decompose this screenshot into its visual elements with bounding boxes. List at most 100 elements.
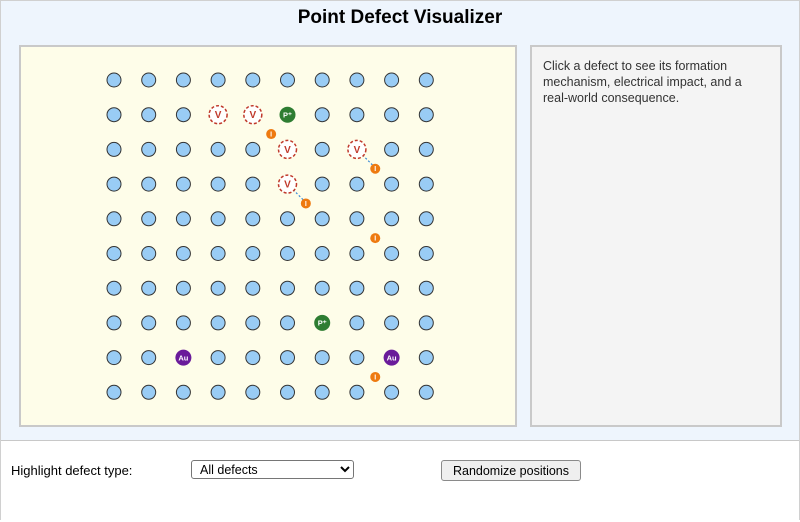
lattice-atom — [245, 72, 261, 88]
substitutional-deep-level-defect[interactable]: Au — [383, 349, 400, 366]
lattice-atom — [384, 384, 400, 400]
lattice-atom — [384, 107, 400, 123]
lattice-atom — [349, 211, 365, 227]
lattice-atom — [210, 350, 226, 366]
lattice-atom — [175, 176, 191, 192]
lattice-atom — [280, 246, 295, 261]
lattice-atom — [280, 315, 295, 331]
vacancy-defect[interactable]: V — [277, 174, 298, 194]
info-panel: Click a defect to see its formation mech… — [530, 45, 782, 427]
lattice-atom — [384, 246, 400, 261]
lattice-atom — [384, 72, 400, 88]
lattice-atom — [106, 315, 122, 331]
lattice-atom — [280, 384, 295, 400]
interstitial-defect[interactable]: I — [370, 371, 381, 382]
interstitial-label: I — [374, 374, 376, 381]
lattice-atom — [210, 315, 226, 331]
lattice-atom — [314, 350, 330, 366]
lattice-atom — [280, 280, 295, 296]
lattice-atom — [175, 384, 191, 400]
lattice-atom — [141, 176, 157, 192]
lattice-atom — [106, 384, 122, 400]
substitutional-donor-defect[interactable]: P⁺ — [314, 314, 331, 331]
lattice-atom — [141, 211, 157, 227]
vacancy-defect[interactable]: V — [347, 139, 367, 160]
lattice-atom — [418, 246, 434, 261]
lattice-atom — [106, 72, 122, 88]
page-title: Point Defect Visualizer — [297, 7, 503, 28]
lattice-atom — [418, 384, 434, 400]
lattice-atom — [349, 315, 365, 331]
lattice-atom — [418, 72, 434, 88]
lattice-atom — [280, 72, 295, 88]
lattice-atom — [210, 72, 226, 88]
lattice-atom — [245, 141, 261, 157]
lattice-atom — [314, 280, 330, 296]
lattice-atom — [245, 315, 261, 331]
lattice-atom — [210, 246, 226, 261]
highlight-defect-select[interactable]: All defects — [191, 460, 354, 479]
lattice-atom — [175, 315, 191, 331]
interstitial-defect[interactable]: I — [370, 233, 381, 244]
vacancy-label: V — [354, 145, 361, 156]
lattice-atom — [418, 350, 434, 366]
lattice-atom — [280, 350, 295, 366]
lattice-atom — [245, 280, 261, 296]
lattice-atom — [349, 176, 365, 192]
interstitial-defect[interactable]: I — [266, 129, 277, 140]
lattice-atom — [245, 176, 261, 192]
substitutional-label: P⁺ — [318, 319, 327, 328]
lattice-atom — [106, 350, 122, 366]
lattice-atom — [210, 141, 226, 157]
lattice-atom — [349, 107, 365, 123]
lattice-atom — [141, 72, 157, 88]
substitutional-label: Au — [387, 353, 397, 362]
lattice-atom — [418, 176, 434, 192]
lattice-atom — [106, 176, 122, 192]
lattice-atom — [384, 315, 400, 331]
lattice-atom — [349, 246, 365, 261]
vacancy-defect[interactable]: V — [277, 139, 298, 160]
interstitial-defect[interactable]: I — [370, 163, 381, 174]
lattice-atom — [106, 280, 122, 296]
interstitial-label: I — [374, 166, 376, 173]
lattice-atom — [314, 211, 330, 227]
substitutional-donor-defect[interactable]: P⁺ — [279, 106, 296, 123]
substitutional-label: P⁺ — [283, 110, 292, 119]
randomize-button[interactable]: Randomize positions — [441, 460, 581, 481]
interstitial-label: I — [374, 236, 376, 243]
lattice-atom — [245, 211, 261, 227]
lattice-atom — [210, 280, 226, 296]
lattice-atom — [141, 350, 157, 366]
lattice-atom — [141, 107, 157, 123]
lattice-atom — [384, 176, 400, 192]
lattice-atom — [210, 211, 226, 227]
lattice-atom — [210, 176, 226, 192]
lattice-atom — [314, 72, 330, 88]
lattice-atom — [349, 280, 365, 296]
lattice-atom — [418, 211, 434, 227]
interstitial-defect[interactable]: I — [300, 198, 311, 209]
vacancy-label: V — [249, 110, 256, 121]
substitutional-deep-level-defect[interactable]: Au — [175, 349, 192, 366]
lattice-atom — [314, 107, 330, 123]
lattice-atom — [349, 72, 365, 88]
lattice-atom — [349, 384, 365, 400]
lattice-atom — [280, 211, 295, 227]
lattice-atom — [175, 72, 191, 88]
vacancy-defect[interactable]: V — [208, 104, 228, 125]
lattice-atom — [418, 107, 434, 123]
interstitial-label: I — [305, 201, 307, 208]
lattice-atom — [384, 141, 400, 157]
lattice-atom — [175, 246, 191, 261]
lattice-atom — [141, 246, 157, 261]
lattice-atom — [418, 280, 434, 296]
lattice-atom — [314, 246, 330, 261]
info-text: Click a defect to see its formation mech… — [543, 59, 742, 105]
lattice-atom — [141, 280, 157, 296]
vacancy-defect[interactable]: V — [243, 104, 263, 125]
vacancy-label: V — [215, 110, 222, 121]
lattice-atom — [175, 141, 191, 157]
